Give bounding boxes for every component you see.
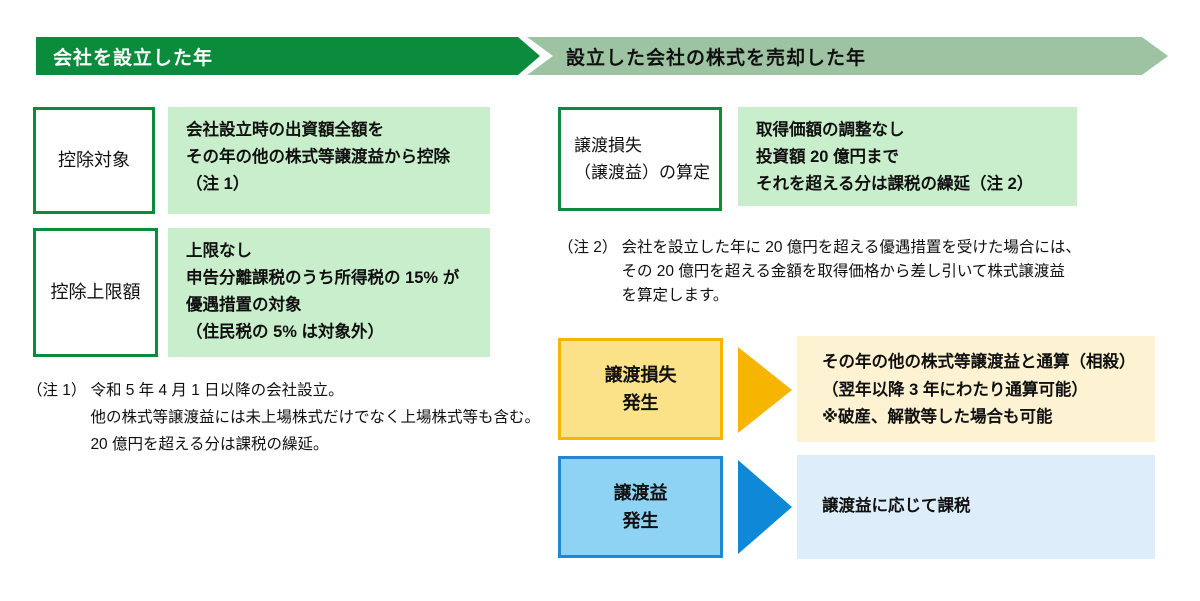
deduction-limit-label-box: 控除上限額 [33,228,158,357]
deduction-limit-text-box: 上限なし 申告分離課税のうち所得税の 15% が 優遇措置の対象 （住民税の 5… [168,228,490,357]
banner-company-founded-year: 会社を設立した年 [36,37,540,75]
note-2-marker: （注 2） [558,239,618,256]
deduction-target-label: 控除対象 [58,150,130,170]
banner-company-founded-year-label: 会社を設立した年 [53,47,214,69]
note-1-marker: （注 1） [27,382,87,399]
banner-shares-sold-year-label: 設立した会社の株式を売却した年 [566,47,867,69]
note-1: （注 1） 令和 5 年 4 月 1 日以降の会社設立。 他の株式等譲渡益には未… [27,377,567,458]
transfer-gain-box: 譲渡益 発生 [558,456,723,558]
gain-loss-calc-label-box: 譲渡損失 （譲渡益）の算定 [558,107,722,211]
transfer-gain-result-box: 譲渡益に応じて課税 [797,455,1155,559]
note-2: （注 2） 会社を設立した年に 20 億円を超える優遇措置を受けた場合には、 そ… [558,236,1188,308]
transfer-loss-result-box: その年の他の株式等譲渡益と通算（相殺） （翌年以降 3 年にわたり通算可能） ※… [797,336,1155,442]
transfer-gain-result-text: 譲渡益に応じて課税 [822,497,971,516]
deduction-target-text-box: 会社設立時の出資額全額を その年の他の株式等譲渡益から控除 （注 1） [168,107,490,214]
banner-shares-sold-year: 設立した会社の株式を売却した年 [527,37,1168,75]
note-2-text: 会社を設立した年に 20 億円を超える優遇措置を受けた場合には、 その 20 億… [621,239,1081,304]
transfer-loss-box: 譲渡損失 発生 [558,338,723,440]
arrow-right-icon [738,460,792,554]
gain-loss-calc-text-box: 取得価額の調整なし 投資額 20 億円まで それを超える分は課税の繰延（注 2） [738,107,1077,206]
arrow-right-icon [738,347,792,433]
note-1-text: 令和 5 年 4 月 1 日以降の会社設立。 他の株式等譲渡益には未上場株式だけ… [90,382,540,453]
deduction-limit-label: 控除上限額 [50,282,141,302]
deduction-target-label-box: 控除対象 [33,107,155,214]
